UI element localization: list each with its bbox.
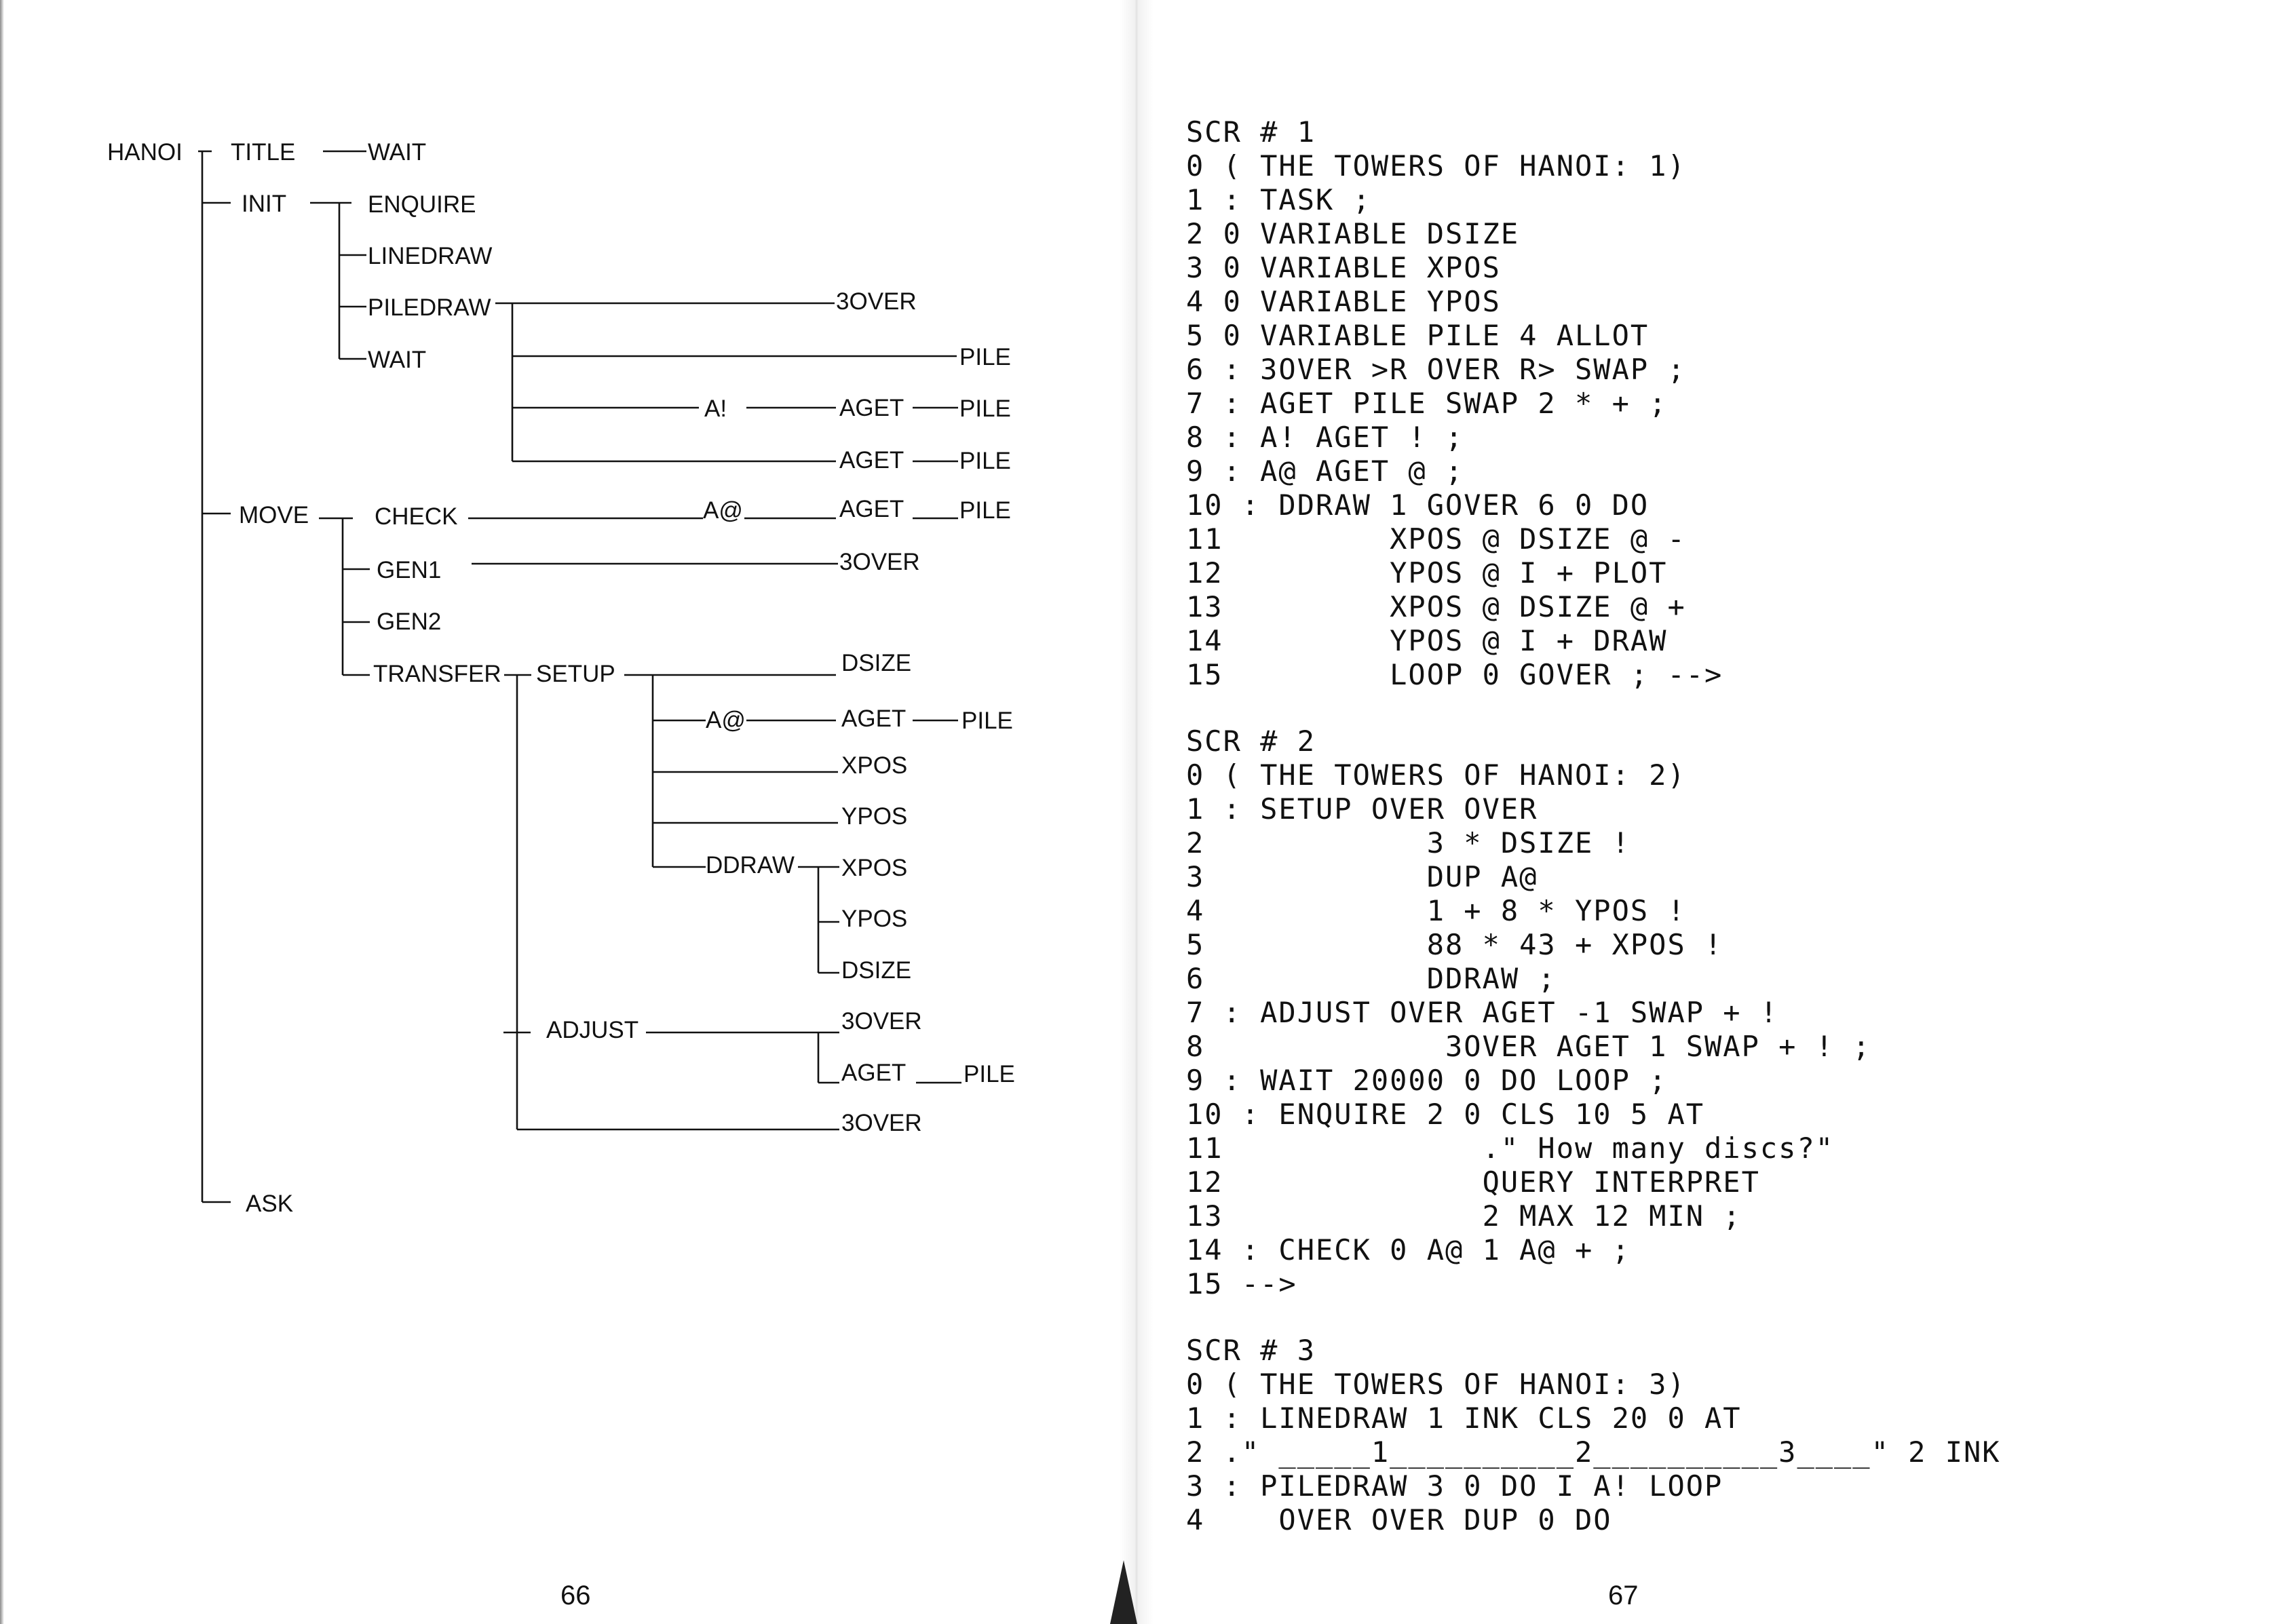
tree-node-a-store: A! — [704, 395, 727, 422]
code-line: 4 OVER OVER DUP 0 DO — [1186, 1503, 1612, 1536]
tree-node-ypos: YPOS — [841, 906, 907, 932]
code-line: 8 : A! AGET ! ; — [1186, 421, 1464, 454]
tree-node-ask: ASK — [246, 1191, 293, 1217]
code-line: 8 3OVER AGET 1 SWAP + ! ; — [1186, 1030, 1871, 1063]
tree-connector-lines — [198, 150, 961, 1203]
code-line: 12 QUERY INTERPRET — [1186, 1165, 1760, 1199]
code-line: 5 0 VARIABLE PILE 4 ALLOT — [1186, 319, 1650, 352]
tree-node-linedraw: LINEDRAW — [368, 243, 492, 269]
tree-node-a-fetch: A@ — [706, 707, 746, 733]
code-line: 6 DDRAW ; — [1186, 962, 1557, 995]
code-line: 3 DUP A@ — [1186, 860, 1538, 893]
tree-node-aget: AGET — [841, 1060, 906, 1086]
tree-node-pile: PILE — [959, 497, 1011, 524]
code-line: 9 : A@ AGET @ ; — [1186, 455, 1464, 488]
book-gutter — [1120, 0, 1153, 1624]
screen-heading: SCR # 2 — [1186, 724, 1316, 758]
code-line: 1 : LINEDRAW 1 INK CLS 20 0 AT — [1186, 1401, 1742, 1435]
code-line: 5 88 * 43 + XPOS ! — [1186, 928, 1723, 961]
tree-node-wait: WAIT — [368, 139, 426, 166]
code-line: 14 : CHECK 0 A@ 1 A@ + ; — [1186, 1233, 1631, 1267]
code-line: 15 LOOP 0 GOVER ; --> — [1186, 658, 1723, 691]
tree-node-piledraw: PILEDRAW — [368, 294, 491, 321]
tree-node-pile: PILE — [961, 708, 1013, 734]
tree-node-aget: AGET — [839, 447, 904, 473]
tree-node-enquire: ENQUIRE — [368, 191, 476, 218]
code-line: 4 1 + 8 * YPOS ! — [1186, 894, 1686, 927]
tree-node-xpos: XPOS — [841, 855, 907, 881]
code-line: 7 : ADJUST OVER AGET -1 SWAP + ! — [1186, 996, 1779, 1029]
tree-node-pile: PILE — [959, 344, 1011, 370]
code-line: 2 0 VARIABLE DSIZE — [1186, 217, 1520, 250]
tree-node-ddraw: DDRAW — [706, 852, 795, 878]
code-line: 0 ( THE TOWERS OF HANOI: 3) — [1186, 1368, 1686, 1401]
code-line: 1 : TASK ; — [1186, 183, 1371, 216]
code-line: 4 0 VARIABLE YPOS — [1186, 285, 1501, 318]
code-line: 15 --> — [1186, 1267, 1297, 1300]
page-number: 67 — [1608, 1581, 1639, 1610]
tree-node-a-fetch: A@ — [703, 497, 743, 524]
tree-node-move: MOVE — [239, 502, 309, 528]
tree-node-gen2: GEN2 — [377, 608, 441, 635]
code-line: 1 : SETUP OVER OVER — [1186, 792, 1538, 826]
call-tree-diagram: HANOI TITLE WAIT INIT ENQUIRE LINEDRAW P… — [107, 139, 1015, 1217]
page-number: 66 — [560, 1581, 591, 1610]
code-line: 0 ( THE TOWERS OF HANOI: 1) — [1186, 149, 1686, 182]
tree-node-dsize: DSIZE — [841, 650, 911, 676]
code-line: 12 YPOS @ I + PLOT — [1186, 556, 1668, 589]
code-line: 14 YPOS @ I + DRAW — [1186, 624, 1668, 657]
tree-node-pile: PILE — [964, 1061, 1015, 1087]
code-line: 3 : PILEDRAW 3 0 DO I A! LOOP — [1186, 1469, 1723, 1503]
tree-node-dsize: DSIZE — [841, 957, 911, 984]
code-line: 0 ( THE TOWERS OF HANOI: 2) — [1186, 758, 1686, 792]
code-line: 9 : WAIT 20000 0 DO LOOP ; — [1186, 1064, 1668, 1097]
left-page: HANOI TITLE WAIT INIT ENQUIRE LINEDRAW P… — [0, 0, 1120, 1624]
tree-node-ypos: YPOS — [841, 803, 907, 830]
tree-node-hanoi: HANOI — [107, 139, 183, 166]
tree-node-wait: WAIT — [368, 347, 426, 373]
tree-node-aget: AGET — [839, 395, 904, 421]
tree-node-3over: 3OVER — [836, 288, 917, 315]
tree-node-pile: PILE — [959, 395, 1011, 422]
tree-node-aget: AGET — [841, 705, 906, 732]
tree-node-3over: 3OVER — [839, 549, 920, 575]
tree-node-gen1: GEN1 — [377, 557, 441, 583]
tree-node-check: CHECK — [375, 503, 458, 530]
code-line: 13 XPOS @ DSIZE @ + — [1186, 590, 1686, 623]
code-line: 10 : ENQUIRE 2 0 CLS 10 5 AT — [1186, 1098, 1705, 1131]
code-line: 11 XPOS @ DSIZE @ - — [1186, 522, 1686, 556]
screen-heading: SCR # 1 — [1186, 115, 1316, 149]
tree-node-xpos: XPOS — [841, 752, 907, 779]
screen-heading: SCR # 3 — [1186, 1334, 1316, 1367]
code-line: 11 ." How many discs?" — [1186, 1132, 1835, 1165]
tree-node-3over: 3OVER — [841, 1110, 922, 1136]
tree-node-aget: AGET — [839, 496, 904, 522]
page-edge-shadow — [0, 0, 4, 1624]
tree-node-init: INIT — [242, 191, 286, 217]
tree-node-pile: PILE — [959, 448, 1011, 474]
tree-node-title: TITLE — [231, 139, 295, 166]
code-line: 6 : 3OVER >R OVER R> SWAP ; — [1186, 353, 1686, 386]
code-line: 13 2 MAX 12 MIN ; — [1186, 1199, 1742, 1233]
tree-node-setup: SETUP — [536, 661, 615, 687]
code-line: 10 : DDRAW 1 GOVER 6 0 DO — [1186, 488, 1650, 522]
code-line: 2 ." _____1__________2__________3____" 2… — [1186, 1435, 2001, 1469]
code-line: 3 0 VARIABLE XPOS — [1186, 251, 1501, 284]
tree-node-transfer: TRANSFER — [373, 661, 501, 687]
tree-node-adjust: ADJUST — [546, 1017, 638, 1043]
tree-node-3over: 3OVER — [841, 1008, 922, 1035]
code-line: 7 : AGET PILE SWAP 2 * + ; — [1186, 387, 1668, 420]
code-line: 2 3 * DSIZE ! — [1186, 826, 1631, 859]
